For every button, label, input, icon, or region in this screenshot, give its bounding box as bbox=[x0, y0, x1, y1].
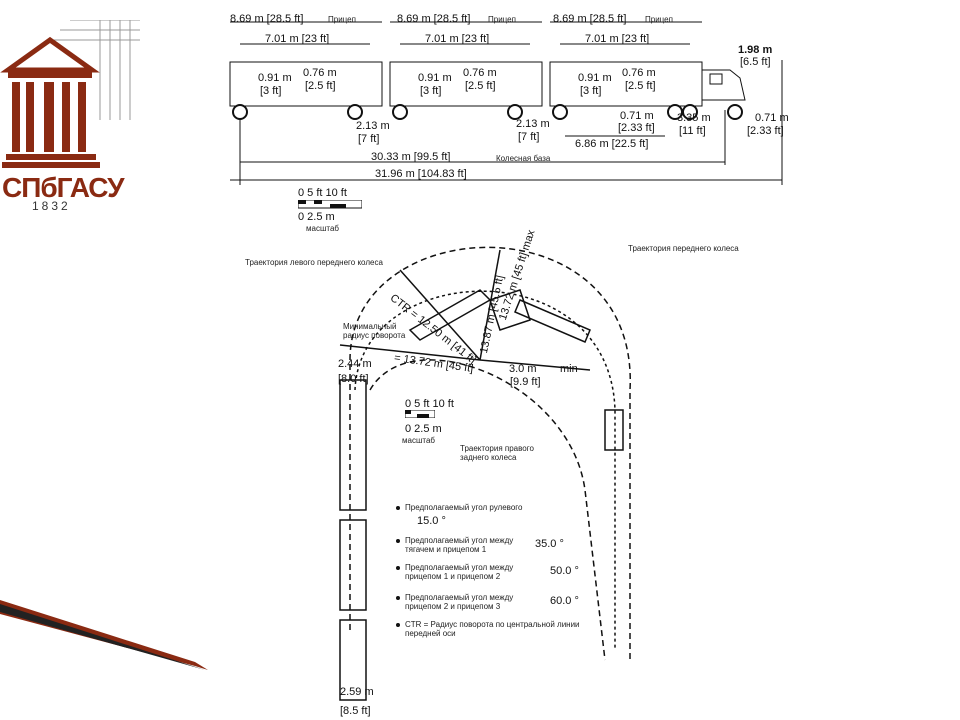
logo-name: СПбГАСУ bbox=[2, 172, 125, 203]
note-bullets bbox=[396, 503, 402, 643]
t2-rear-overhang-ft: [2.5 ft] bbox=[465, 80, 496, 92]
overall-length: 31.96 m [104.83 ft] bbox=[375, 168, 467, 180]
body3-length: 7.01 m [23 ft] bbox=[585, 33, 650, 45]
front-overhang2-ft: [2.33 ft] bbox=[747, 125, 784, 137]
plan-view-diagram bbox=[339, 246, 631, 701]
t1-front-overhang-m: 0.91 m bbox=[258, 72, 292, 84]
clearance-min: min bbox=[560, 363, 578, 375]
note-item: Предполагаемый угол между прицепом 1 и п… bbox=[395, 563, 605, 593]
hitch-offset-ft: [2.33 ft] bbox=[618, 122, 655, 134]
note-text: Предполагаемый угол между прицепом 2 и п… bbox=[405, 593, 514, 611]
plan-scale-m: 0 2.5 m bbox=[405, 423, 442, 435]
left-front-path-label: Траектория левого переднего колеса bbox=[245, 258, 383, 267]
logo-year: 1832 bbox=[32, 199, 71, 213]
kingpin-dim: 6.86 m [22.5 ft] bbox=[575, 138, 649, 150]
note-item: Предполагаемый угол между тягачем и приц… bbox=[395, 536, 605, 563]
note-value: 35.0 ° bbox=[535, 538, 564, 550]
t3-rear-overhang-m: 0.76 m bbox=[622, 67, 656, 79]
wheelbase-total: 30.33 m [99.5 ft] bbox=[371, 151, 451, 163]
note-item: Предполагаемый угол рулевого 15.0 ° bbox=[395, 503, 605, 536]
wheelbase-label: Колесная база bbox=[496, 154, 551, 163]
university-logo bbox=[0, 19, 140, 220]
note-value: 15.0 ° bbox=[417, 515, 446, 527]
note-value: 60.0 ° bbox=[550, 595, 579, 607]
t3-front-overhang-m: 0.91 m bbox=[578, 72, 612, 84]
side-scale-label: масштаб bbox=[306, 224, 339, 233]
t2-rear-overhang-m: 0.76 m bbox=[463, 67, 497, 79]
note-text: CTR = Радиус поворота по центральной лин… bbox=[405, 620, 580, 638]
t2-front-overhang-ft: [3 ft] bbox=[420, 85, 442, 97]
rear-path-label: Траектория правого заднего колеса bbox=[460, 444, 534, 462]
plan-scale-label: масштаб bbox=[402, 436, 435, 445]
front-overhang2-m: 0.71 m bbox=[755, 112, 789, 124]
side-view-diagram bbox=[229, 21, 783, 185]
clearance-m: 3.0 m bbox=[509, 363, 537, 375]
plan-scale-ft: 0 5 ft 10 ft bbox=[405, 398, 454, 410]
note-item: CTR = Радиус поворота по центральной лин… bbox=[395, 620, 605, 650]
t1-rear-overhang-m: 0.76 m bbox=[303, 67, 337, 79]
body2-length: 7.01 m [23 ft] bbox=[425, 33, 490, 45]
decorative-arrow-icon bbox=[0, 600, 208, 670]
note-text: Предполагаемый угол между тягачем и приц… bbox=[405, 536, 514, 554]
t2-front-overhang-m: 0.91 m bbox=[418, 72, 452, 84]
trailer1-label: Прицеп bbox=[328, 15, 356, 24]
min-radius-label: Минимальный радиус поворота bbox=[343, 322, 406, 340]
tractor-wb-m: 3.35 m bbox=[677, 112, 711, 124]
side-scale-bar bbox=[298, 200, 362, 209]
hitch2-m: 2.13 m bbox=[516, 118, 550, 130]
front-path-label: Траектория переднего колеса bbox=[628, 244, 739, 253]
trailer3-length: 8.69 m [28.5 ft] bbox=[553, 13, 627, 25]
hitch1-ft: [7 ft] bbox=[358, 133, 380, 145]
trailer2-length: 8.69 m [28.5 ft] bbox=[397, 13, 471, 25]
note-value: 50.0 ° bbox=[550, 565, 579, 577]
trailer2-label: Прицеп bbox=[488, 15, 516, 24]
tractor-wb-ft: [11 ft] bbox=[679, 125, 706, 137]
width-ft: [8.5 ft] bbox=[340, 705, 371, 717]
plan-scale-bar bbox=[405, 410, 435, 418]
clearance-ft: [9.9 ft] bbox=[510, 376, 541, 388]
hitch-offset-m: 0.71 m bbox=[620, 110, 654, 122]
hitch2-ft: [7 ft] bbox=[518, 131, 540, 143]
t1-rear-overhang-ft: [2.5 ft] bbox=[305, 80, 336, 92]
side-scale-ft: 0 5 ft 10 ft bbox=[298, 187, 347, 199]
note-item: Предполагаемый угол между прицепом 2 и п… bbox=[395, 593, 605, 620]
body1-length: 7.01 m [23 ft] bbox=[265, 33, 330, 45]
notes-list: Предполагаемый угол рулевого 15.0 ° Пред… bbox=[395, 503, 605, 650]
t1-front-overhang-ft: [3 ft] bbox=[260, 85, 282, 97]
t3-rear-overhang-ft: [2.5 ft] bbox=[625, 80, 656, 92]
trailer3-label: Прицеп bbox=[645, 15, 673, 24]
note-text: Предполагаемый угол между прицепом 1 и п… bbox=[405, 563, 514, 581]
note-text: Предполагаемый угол рулевого bbox=[405, 503, 523, 512]
t3-front-overhang-ft: [3 ft] bbox=[580, 85, 602, 97]
track-ft: [8.0 ft] bbox=[338, 373, 369, 385]
track-m: 2.44 m bbox=[338, 358, 372, 370]
side-scale-m: 0 2.5 m bbox=[298, 211, 335, 223]
hitch1-m: 2.13 m bbox=[356, 120, 390, 132]
trailer1-length: 8.69 m [28.5 ft] bbox=[230, 13, 304, 25]
cab-height-m: 1.98 m bbox=[738, 44, 773, 56]
cab-height-ft: [6.5 ft] bbox=[740, 56, 771, 68]
width-m: 2.59 m bbox=[340, 686, 374, 698]
